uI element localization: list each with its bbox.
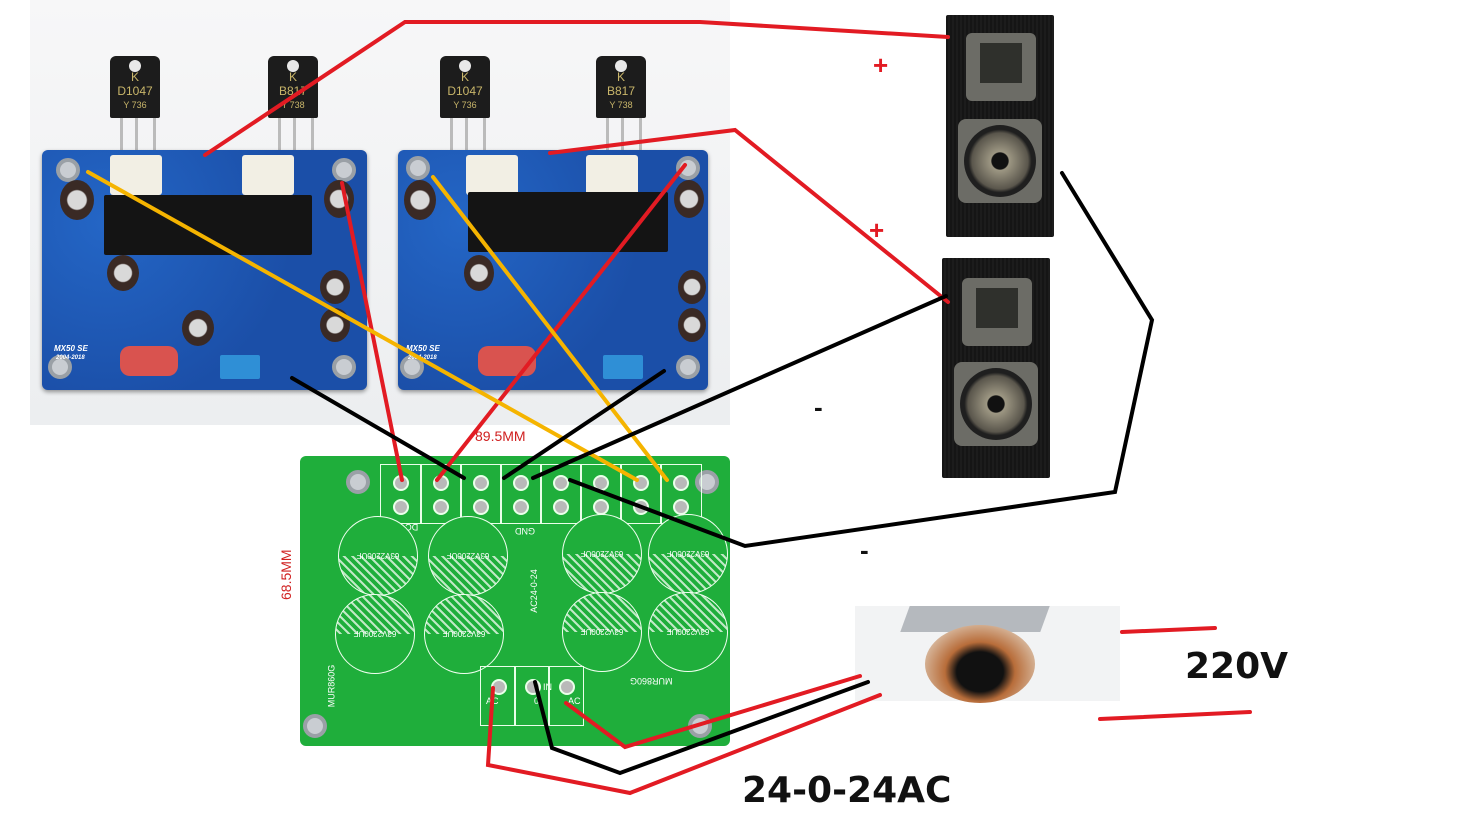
ac-input-terminal bbox=[548, 666, 584, 726]
mount-hole bbox=[688, 714, 712, 738]
gnd-label: GND bbox=[515, 526, 535, 536]
woofer-icon bbox=[954, 362, 1038, 446]
electrolytic-capacitor bbox=[464, 255, 494, 291]
amp-pcb: MX50 SE 2004-2018 bbox=[398, 150, 708, 390]
film-capacitor bbox=[478, 346, 536, 376]
woofer-icon bbox=[958, 119, 1042, 203]
board-year-label: 2004-2018 bbox=[408, 355, 437, 361]
mount-hole bbox=[56, 158, 80, 182]
mount-hole bbox=[332, 355, 356, 379]
mount-hole bbox=[332, 158, 356, 182]
electrolytic-capacitor bbox=[678, 270, 706, 304]
board-year-label: 2004-2018 bbox=[56, 355, 85, 361]
output-terminal bbox=[540, 464, 582, 524]
diode-label: MUR860G bbox=[326, 664, 337, 708]
power-transistor-b817: K B817 Y 738 bbox=[268, 56, 318, 118]
mount-hole bbox=[346, 470, 370, 494]
output-terminal bbox=[500, 464, 542, 524]
mains-voltage-label: 220V bbox=[1185, 646, 1289, 687]
wire-mains-1 bbox=[1120, 626, 1217, 634]
board-model-label: MX50 SE bbox=[406, 344, 440, 353]
insulator bbox=[466, 155, 518, 195]
filter-capacitor: 63V2200UF bbox=[562, 592, 642, 672]
input-terminal bbox=[603, 355, 643, 379]
plus-sign: + bbox=[869, 215, 885, 245]
electrolytic-capacitor bbox=[324, 180, 354, 218]
electrolytic-capacitor bbox=[678, 308, 706, 342]
heatsink bbox=[468, 192, 668, 252]
mount-hole bbox=[676, 355, 700, 379]
mount-hole bbox=[48, 355, 72, 379]
speaker-bottom bbox=[942, 258, 1050, 478]
electrolytic-capacitor bbox=[320, 270, 350, 304]
filter-capacitor: 63V2200UF bbox=[648, 592, 728, 672]
film-capacitor bbox=[120, 346, 178, 376]
speaker-top bbox=[946, 15, 1054, 237]
diode-label: MUR860G bbox=[630, 676, 673, 686]
output-terminal bbox=[460, 464, 502, 524]
electrolytic-capacitor bbox=[404, 180, 436, 220]
ac-input-terminal bbox=[480, 666, 516, 726]
filter-capacitor: 63V2200UF bbox=[648, 514, 728, 594]
secondary-voltage-label: 24-0-24AC bbox=[742, 770, 952, 811]
minus-sign: - bbox=[814, 392, 823, 422]
filter-capacitor: 63V2200UF bbox=[424, 594, 504, 674]
insulator bbox=[110, 155, 162, 195]
mount-hole bbox=[676, 156, 700, 180]
wire-mains-2 bbox=[1098, 710, 1252, 721]
plus-sign: + bbox=[873, 50, 889, 80]
output-terminal bbox=[380, 464, 422, 524]
tweeter-icon bbox=[966, 33, 1036, 101]
tweeter-icon bbox=[962, 278, 1032, 346]
power-supply-pcb: DC+ GND 63V2200UF 63V2200UF 63V2200UF 63… bbox=[300, 456, 730, 746]
insulator bbox=[242, 155, 294, 195]
minus-sign: - bbox=[860, 535, 869, 565]
filter-capacitor: 63V2200UF bbox=[562, 514, 642, 594]
board-model-label: AC24-0-24 bbox=[528, 569, 539, 613]
heatsink bbox=[104, 195, 312, 255]
electrolytic-capacitor bbox=[60, 180, 94, 220]
electrolytic-capacitor bbox=[182, 310, 214, 346]
power-transistor-d1047: K D1047 Y 736 bbox=[440, 56, 490, 118]
height-dimension-label: 68.5MM bbox=[278, 549, 294, 600]
ac-input-terminal bbox=[514, 666, 550, 726]
mount-hole bbox=[406, 156, 430, 180]
amp-pcb: MX50 SE 2004-2018 bbox=[42, 150, 367, 390]
output-terminal bbox=[420, 464, 462, 524]
insulator bbox=[586, 155, 638, 195]
power-transistor-b817: K B817 Y 738 bbox=[596, 56, 646, 118]
transistor-legs bbox=[120, 118, 156, 156]
filter-capacitor: 63V2200UF bbox=[335, 594, 415, 674]
toroidal-transformer bbox=[925, 625, 1035, 703]
board-model-label: MX50 SE bbox=[54, 344, 88, 353]
electrolytic-capacitor bbox=[320, 308, 350, 342]
power-transistor-d1047: K D1047 Y 736 bbox=[110, 56, 160, 118]
mount-hole bbox=[303, 714, 327, 738]
filter-capacitor: 63V2200UF bbox=[428, 516, 508, 596]
filter-capacitor: 63V2200UF bbox=[338, 516, 418, 596]
input-terminal bbox=[220, 355, 260, 379]
output-terminal bbox=[620, 464, 662, 524]
width-dimension-label: 89.5MM bbox=[475, 428, 526, 444]
electrolytic-capacitor bbox=[107, 255, 139, 291]
electrolytic-capacitor bbox=[674, 180, 704, 218]
